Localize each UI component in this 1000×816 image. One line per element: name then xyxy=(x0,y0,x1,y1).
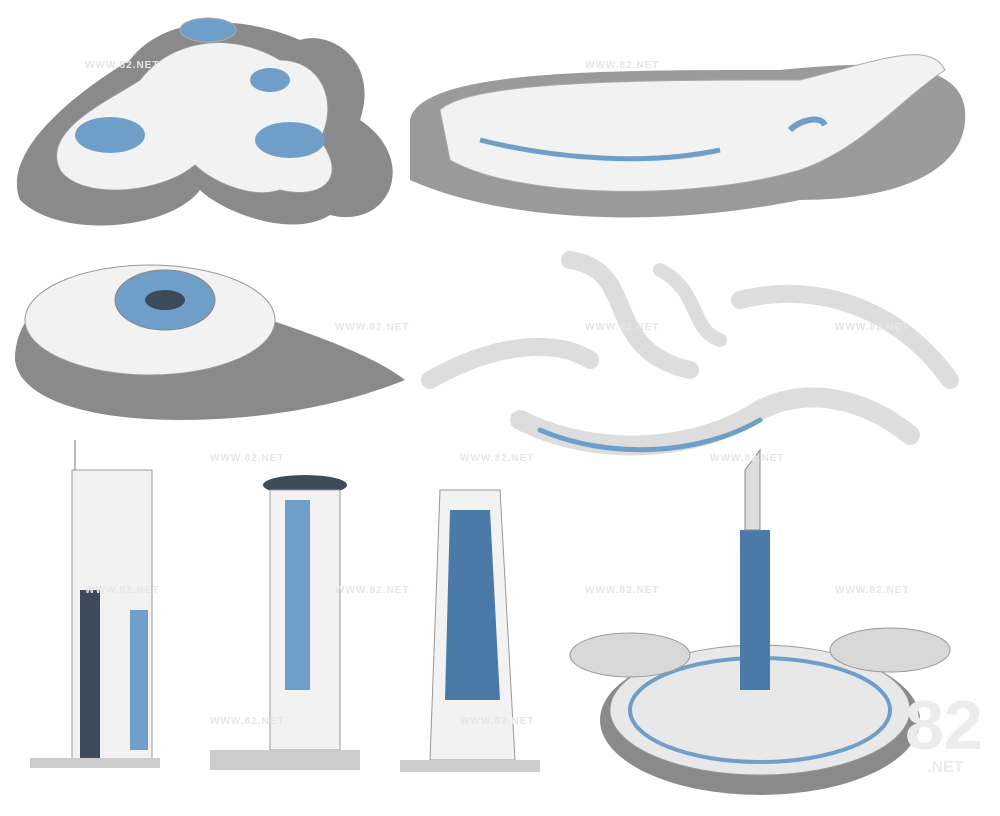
watermark: WWW.82.NET xyxy=(585,585,660,596)
watermark: WWW.82.NET xyxy=(460,716,535,727)
watermark: WWW.82.NET xyxy=(585,60,660,71)
watermark: WWW.82.NET xyxy=(210,716,285,727)
tower-1 xyxy=(30,440,160,768)
spiral-stadium xyxy=(15,264,405,420)
watermark: WWW.82.NET xyxy=(460,453,535,464)
watermark: WWW.82.NET xyxy=(335,322,410,333)
elongated-terminal xyxy=(410,54,966,218)
watermark: WWW.82.NET xyxy=(335,585,410,596)
watermark: WWW.82.NET xyxy=(210,453,285,464)
watermark: WWW.82.NET xyxy=(85,60,160,71)
trefoil-pavilion xyxy=(16,17,393,226)
watermark: WWW.82.NET xyxy=(835,585,910,596)
watermark: WWW.82.NET xyxy=(835,322,910,333)
watermark: WWW.82.NET xyxy=(585,322,660,333)
tower-3 xyxy=(400,489,540,772)
curved-ribbon-segments xyxy=(421,251,959,456)
tower-2 xyxy=(210,475,360,770)
site-logo: 82 .NET xyxy=(905,686,983,776)
circular-complex xyxy=(569,448,951,795)
watermark: WWW.82.NET xyxy=(85,585,160,596)
watermark: WWW.82.NET xyxy=(710,453,785,464)
